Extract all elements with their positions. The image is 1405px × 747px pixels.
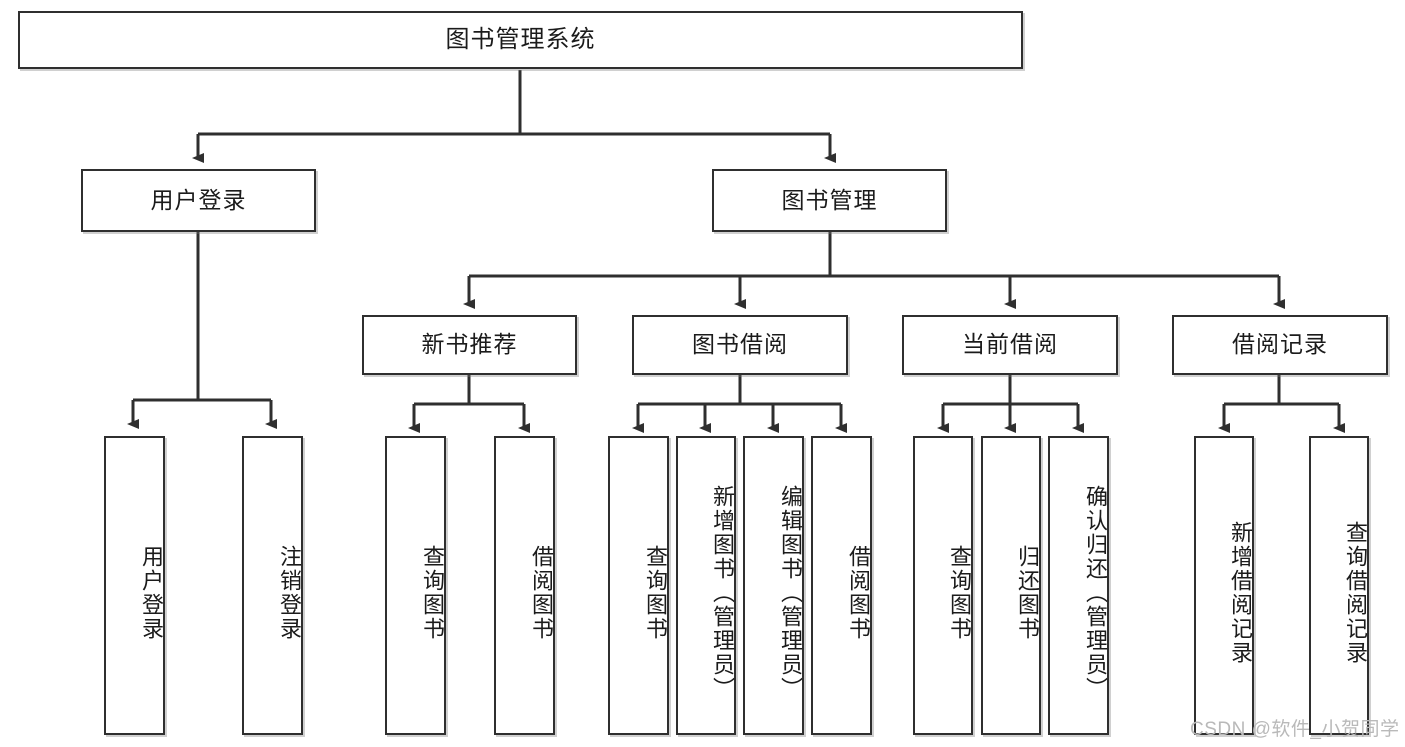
leaf-confirm-return-admin[interactable]: 确认归还（管理员） bbox=[1048, 436, 1109, 735]
node-root-system[interactable]: 图书管理系统 bbox=[18, 11, 1023, 69]
leaf-query-book-recommend[interactable]: 查询图书 bbox=[385, 436, 446, 735]
node-borrow-records[interactable]: 借阅记录 bbox=[1172, 315, 1388, 375]
leaf-user-logout[interactable]: 注销登录 bbox=[242, 436, 303, 735]
leaf-borrow-book-recommend[interactable]: 借阅图书 bbox=[494, 436, 555, 735]
leaf-add-borrow-record[interactable]: 新增借阅记录 bbox=[1194, 436, 1254, 735]
node-current-borrow[interactable]: 当前借阅 bbox=[902, 315, 1118, 375]
node-new-book-recommend[interactable]: 新书推荐 bbox=[362, 315, 577, 375]
node-book-borrow[interactable]: 图书借阅 bbox=[632, 315, 848, 375]
leaf-user-login[interactable]: 用户登录 bbox=[104, 436, 165, 735]
leaf-add-book-admin[interactable]: 新增图书（管理员） bbox=[676, 436, 736, 735]
leaf-return-book[interactable]: 归还图书 bbox=[981, 436, 1041, 735]
csdn-watermark: CSDN @软件_小贺同学 bbox=[1190, 719, 1400, 740]
leaf-query-book-current[interactable]: 查询图书 bbox=[913, 436, 973, 735]
leaf-edit-book-admin[interactable]: 编辑图书（管理员） bbox=[743, 436, 804, 735]
node-book-management[interactable]: 图书管理 bbox=[712, 169, 947, 232]
leaf-query-borrow-record[interactable]: 查询借阅记录 bbox=[1309, 436, 1369, 735]
leaf-borrow-book[interactable]: 借阅图书 bbox=[811, 436, 872, 735]
node-user-login[interactable]: 用户登录 bbox=[81, 169, 316, 232]
leaf-query-book-borrow[interactable]: 查询图书 bbox=[608, 436, 669, 735]
